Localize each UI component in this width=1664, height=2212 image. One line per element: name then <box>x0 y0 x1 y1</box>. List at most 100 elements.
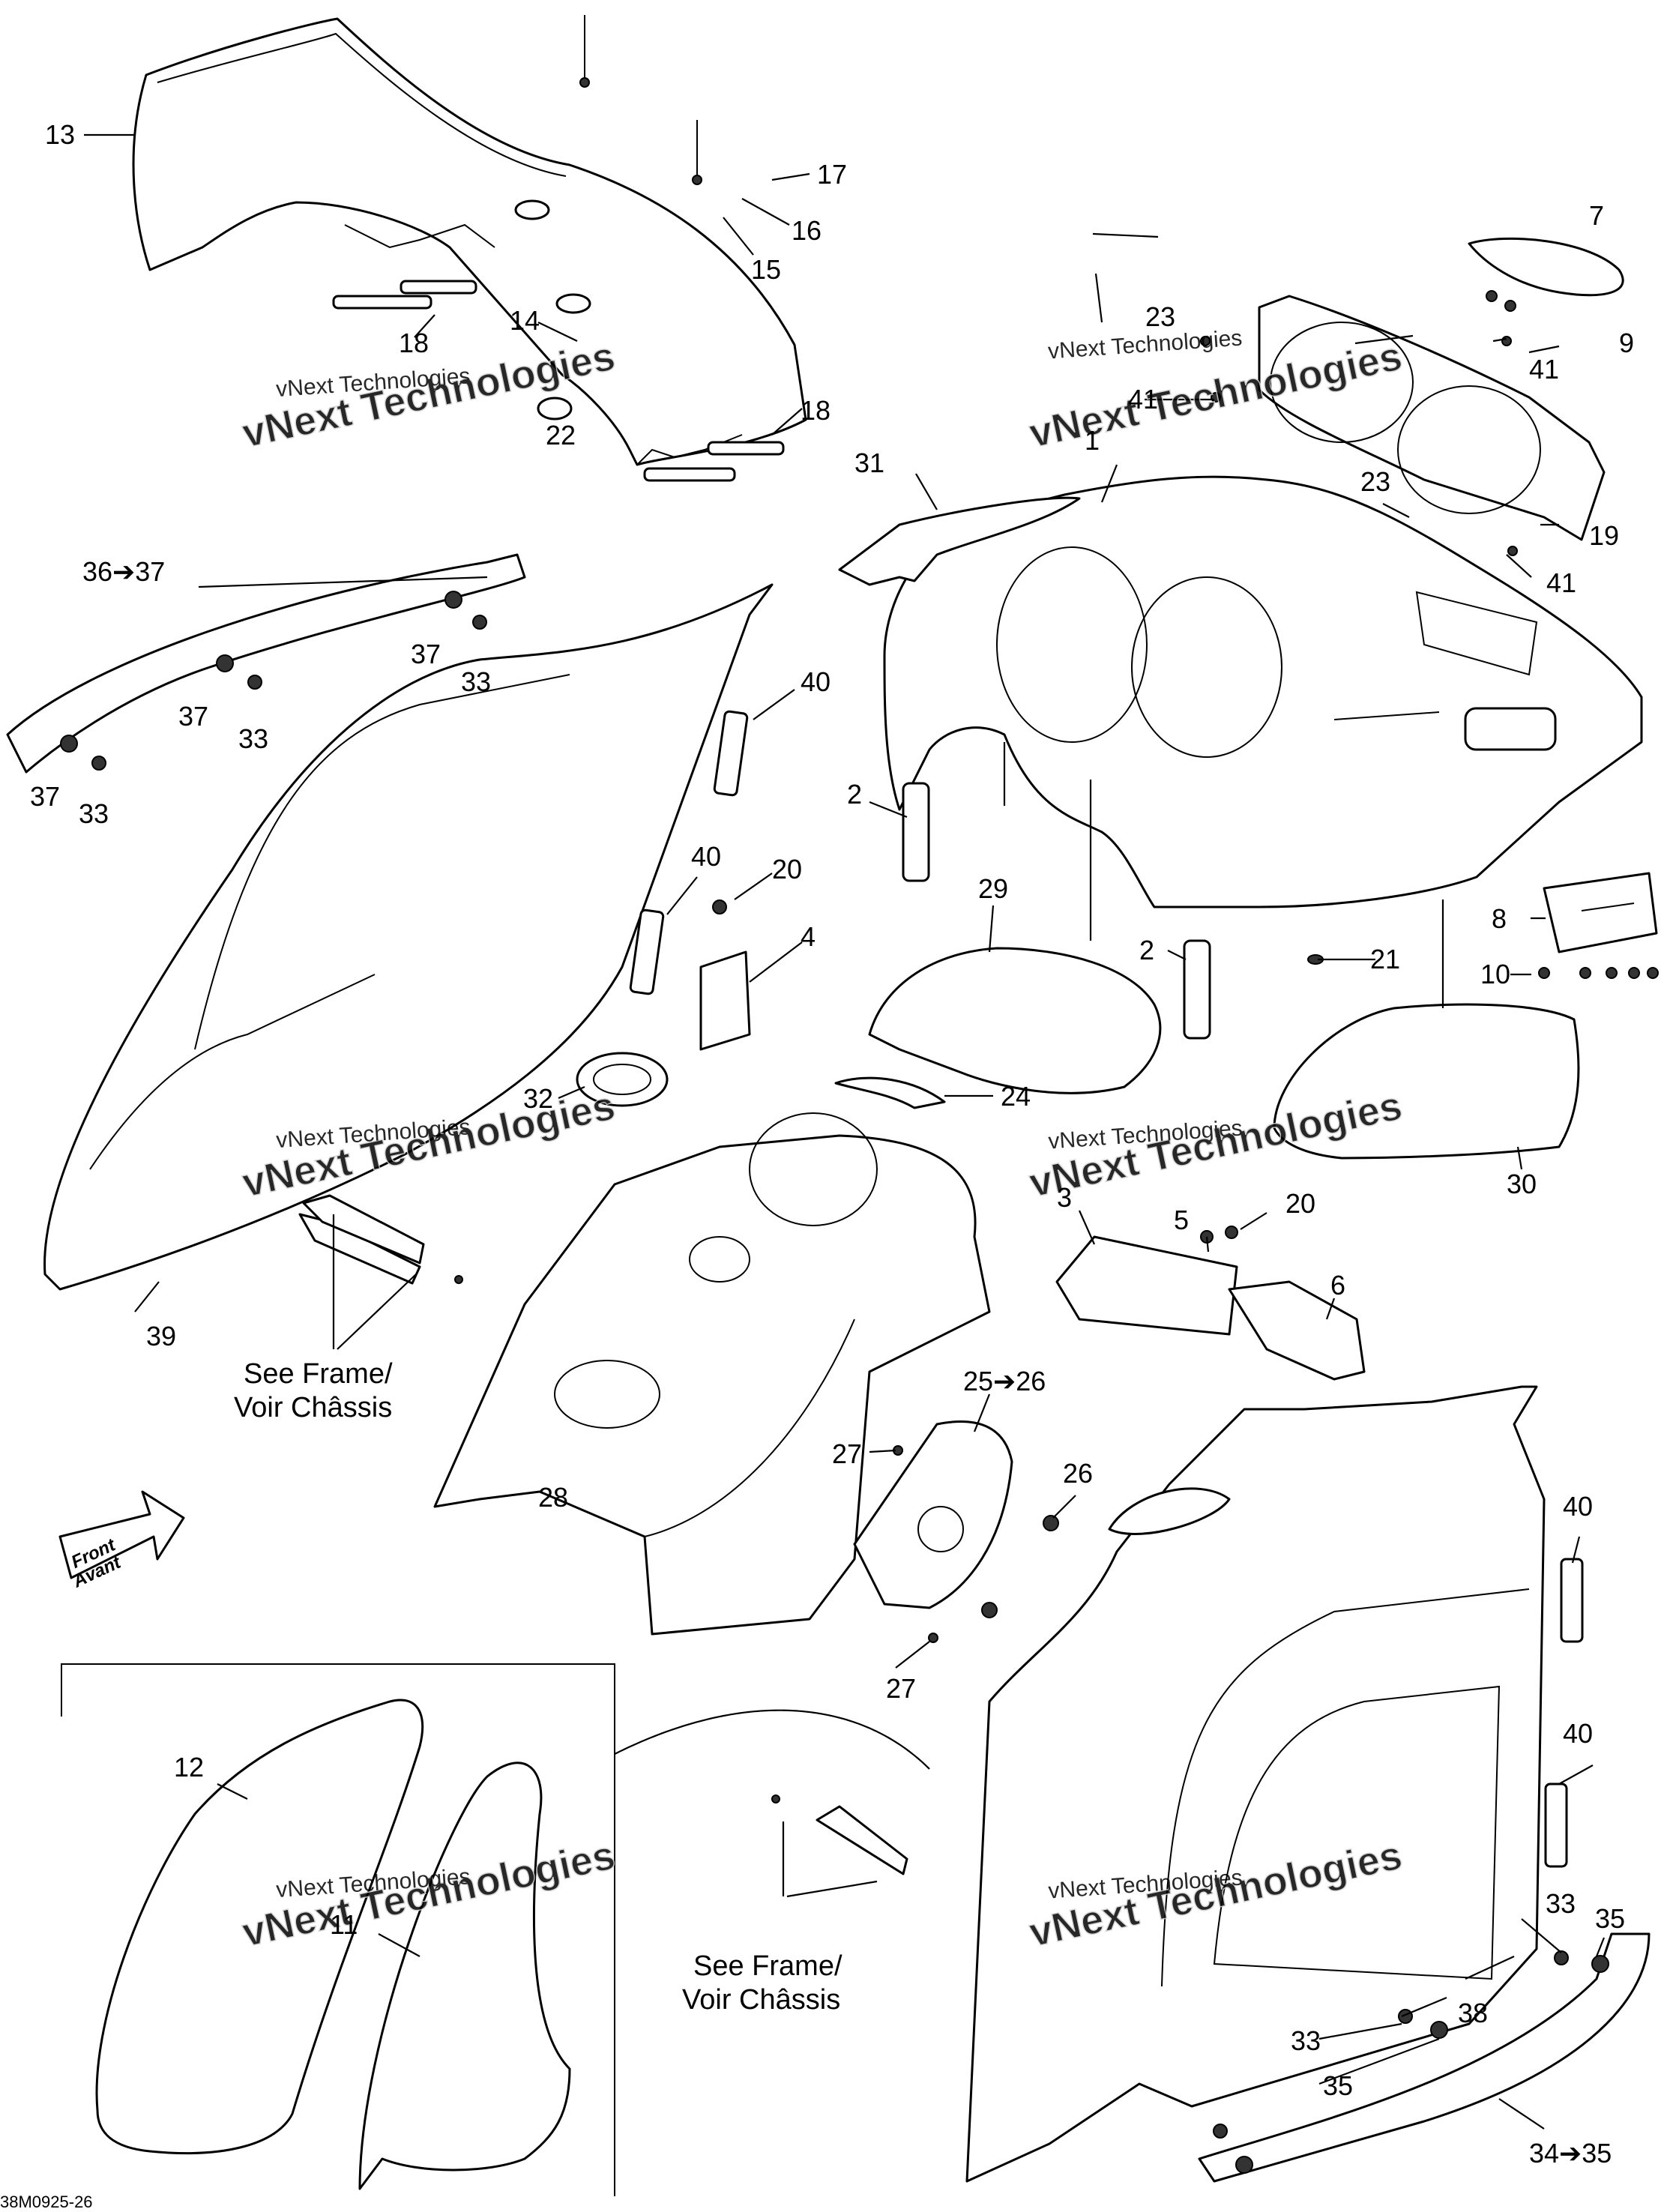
see-frame-note-1: See Frame/ Voir Châssis <box>234 1358 393 1423</box>
callout-41-a: 41 <box>1529 354 1559 385</box>
rivet-part-20 <box>712 899 727 914</box>
callout-3: 3 <box>1057 1182 1072 1213</box>
see-frame-1-line-2: Voir Châssis <box>234 1392 392 1423</box>
callout-35-b: 35 <box>1323 2070 1353 2101</box>
inset-box <box>61 1663 615 2196</box>
callout-40-a: 40 <box>801 666 831 697</box>
callout-33-d: 33 <box>1546 1888 1576 1919</box>
callout-28: 28 <box>538 1482 568 1513</box>
side-panel-part-38 <box>965 1385 1546 2183</box>
callout-33-b: 33 <box>238 723 268 754</box>
strip-part-40-right <box>1544 1558 1584 1868</box>
cover-part-24 <box>834 1076 946 1109</box>
callout-labels: 13 17 16 15 14 18 22 18 7 23 9 41 41 31 … <box>30 119 1634 2169</box>
gauge-cover-part-19 <box>1200 237 1624 556</box>
callout-15: 15 <box>751 254 781 285</box>
strip-part-40 <box>629 710 749 995</box>
see-frame-2-line-1: See Frame/ <box>693 1950 842 1982</box>
callout-11: 11 <box>330 1909 358 1940</box>
push-rivets-part-10 <box>1538 967 1659 979</box>
side-panel-part-39 <box>43 583 774 1291</box>
reference-code: 38M0925-26 <box>0 2193 93 2211</box>
callout-17: 17 <box>817 159 847 190</box>
callout-7: 7 <box>1589 200 1604 231</box>
callout-6: 6 <box>1330 1270 1345 1301</box>
rivet-part-20-b <box>1225 1226 1238 1239</box>
callout-39: 39 <box>146 1321 176 1351</box>
callout-30: 30 <box>1507 1169 1537 1199</box>
callout-16: 16 <box>792 215 822 246</box>
callout-27-b: 27 <box>886 1673 916 1704</box>
see-frame-note-2: See Frame/ Voir Châssis <box>682 1950 842 2016</box>
callout-23-b: 23 <box>1360 466 1390 497</box>
see-frame-1-line-1: See Frame/ <box>244 1358 393 1390</box>
caps-part-26 <box>981 1515 1059 1618</box>
callout-20-a: 20 <box>772 854 802 885</box>
console-part-1 <box>883 475 1643 908</box>
callout-38: 38 <box>1458 1998 1488 2028</box>
callout-1: 1 <box>1085 425 1100 456</box>
handle-left <box>302 1194 463 1284</box>
callout-35-a: 35 <box>1595 1903 1625 1934</box>
callout-21: 21 <box>1370 944 1400 974</box>
callout-29: 29 <box>978 873 1008 904</box>
callout-33-c: 33 <box>79 798 109 829</box>
callout-4: 4 <box>801 921 816 952</box>
see-frame-2-line-2: Voir Châssis <box>682 1984 840 2016</box>
callout-19: 19 <box>1589 520 1619 551</box>
callout-2-b: 2 <box>1139 935 1154 965</box>
bracket-part-4 <box>699 950 751 1051</box>
callout-33-e: 33 <box>1291 2025 1321 2056</box>
callout-12: 12 <box>174 1752 204 1782</box>
callout-18-a: 18 <box>399 328 429 358</box>
panel-part-29 <box>868 947 1162 1094</box>
callout-24: 24 <box>1001 1081 1031 1112</box>
callout-23-a: 23 <box>1145 301 1175 332</box>
screws-part-33 <box>91 615 487 771</box>
leader-lines <box>84 133 1606 2130</box>
callout-22: 22 <box>546 420 576 450</box>
callout-20-b: 20 <box>1285 1188 1315 1219</box>
front-arrow-icon: Front Avant <box>58 1490 185 1592</box>
pad-part-30 <box>1273 1003 1580 1160</box>
callout-37-a: 37 <box>411 639 441 669</box>
bracket-part-6 <box>1228 1280 1366 1381</box>
callout-37-b: 37 <box>178 701 208 732</box>
callout-37-c: 37 <box>30 781 60 812</box>
callout-41-c: 41 <box>1546 567 1576 598</box>
callout-25-26: 25➔26 <box>963 1366 1046 1396</box>
callout-40-c: 40 <box>1563 1491 1593 1522</box>
callout-41-b: 41 <box>1128 384 1158 415</box>
callout-13: 13 <box>45 119 75 150</box>
vent-part-8 <box>1543 872 1658 953</box>
windshield-hardware <box>332 15 785 482</box>
callout-26: 26 <box>1063 1458 1093 1489</box>
clip-part-2 <box>902 782 1211 1040</box>
callout-18-b: 18 <box>801 395 831 426</box>
callout-10: 10 <box>1480 959 1510 989</box>
callout-9: 9 <box>1619 328 1634 358</box>
callout-33-a: 33 <box>461 666 491 697</box>
windshield-part-13 <box>132 17 807 466</box>
callout-32: 32 <box>523 1083 553 1114</box>
callout-34-35: 34➔35 <box>1529 2138 1612 2169</box>
tunnel-part-28 <box>433 1112 991 1636</box>
panel-part-31 <box>838 496 1081 586</box>
callout-5: 5 <box>1174 1205 1189 1235</box>
callout-40-b: 40 <box>691 841 721 872</box>
nuts-part-37 <box>60 591 462 753</box>
callout-36-37: 36➔37 <box>82 556 165 587</box>
callout-14: 14 <box>510 305 540 336</box>
callout-27-a: 27 <box>832 1438 862 1469</box>
callout-8: 8 <box>1492 903 1507 934</box>
callout-31: 31 <box>854 447 884 478</box>
callout-40-d: 40 <box>1563 1718 1593 1749</box>
handle-right <box>771 1794 908 1875</box>
strip-part-36-37 <box>6 553 526 774</box>
hardware-parts-33-35 <box>1213 1950 1609 2174</box>
ring-part-32 <box>576 1052 669 1107</box>
bracket-part-3 <box>1055 1235 1238 1336</box>
mirror-part-25 <box>853 1420 1013 1609</box>
callout-2-a: 2 <box>847 779 862 810</box>
